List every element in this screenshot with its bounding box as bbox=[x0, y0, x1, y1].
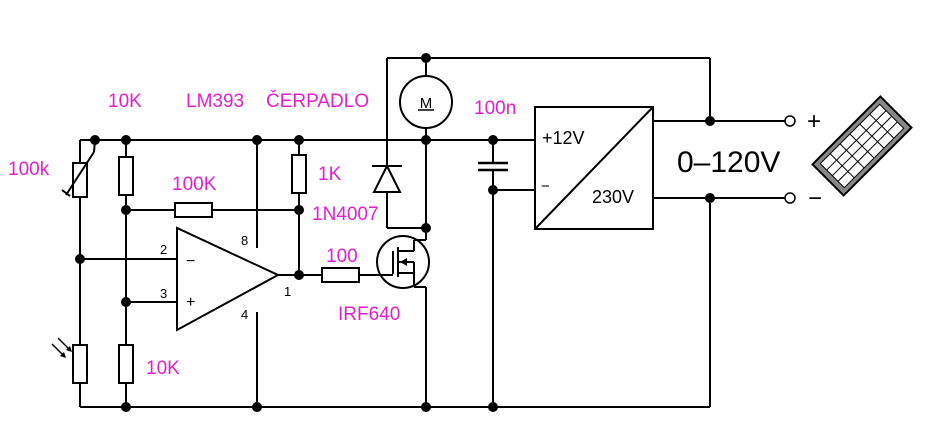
junction-dot bbox=[121, 205, 131, 215]
converter-in-plus: +12V bbox=[542, 128, 585, 148]
junction-dot bbox=[294, 270, 304, 280]
junction-dot bbox=[252, 135, 262, 145]
capacitor-100n bbox=[478, 161, 508, 172]
junction-dot bbox=[705, 193, 715, 203]
solar-panel-icon bbox=[811, 95, 913, 197]
junctions bbox=[75, 53, 715, 412]
wires bbox=[79, 57, 785, 408]
junction-dot bbox=[75, 254, 85, 264]
label-10k-top: 10K bbox=[108, 91, 142, 112]
label-100k-feedback: 100K bbox=[172, 174, 217, 195]
pin-label-vcc: 8 bbox=[241, 233, 248, 248]
junction-dot bbox=[294, 135, 304, 145]
resistor-100 bbox=[321, 267, 360, 283]
junction-dot bbox=[488, 185, 498, 195]
label-capacitor: 100n bbox=[474, 98, 516, 119]
opamp-lm393 bbox=[176, 226, 281, 332]
label-mosfet: IRF640 bbox=[338, 304, 400, 325]
junction-dot bbox=[488, 402, 498, 412]
label-10k-bottom: 10K bbox=[146, 358, 180, 379]
label-diode: 1N4007 bbox=[312, 204, 379, 225]
converter-in-minus: − bbox=[541, 178, 550, 195]
label-100: 100 bbox=[326, 246, 358, 267]
junction-dot bbox=[421, 223, 431, 233]
pin-label-noninv: 3 bbox=[160, 286, 167, 301]
converter-out: 230V bbox=[592, 187, 634, 207]
junction-dot bbox=[121, 135, 131, 145]
resistor-10k-top bbox=[118, 156, 134, 196]
label-ic: LM393 bbox=[186, 91, 244, 112]
pin-label-out: 1 bbox=[284, 284, 291, 299]
junction-dot bbox=[705, 116, 715, 126]
terminal-plus-sign: + bbox=[807, 108, 821, 135]
junction-dot bbox=[421, 402, 431, 412]
resistor-1k bbox=[291, 154, 307, 194]
pin-label-gnd: 4 bbox=[241, 307, 248, 322]
resistor-10k-bottom bbox=[118, 344, 134, 384]
junction-dot bbox=[488, 135, 498, 145]
pin-label-inv: 2 bbox=[160, 242, 167, 257]
terminal-minus-sign: − bbox=[808, 185, 822, 212]
junction-dot bbox=[121, 297, 131, 307]
photoresistor-icon bbox=[51, 337, 88, 384]
junction-dot bbox=[421, 53, 431, 63]
resistor-100k-feedback bbox=[174, 202, 213, 218]
label-100k-pot: 100k bbox=[8, 159, 50, 180]
terminal-minus[interactable] bbox=[784, 192, 796, 204]
label-1k: 1K bbox=[318, 164, 342, 185]
motor-letter: M bbox=[420, 95, 433, 112]
mosfet-irf640 bbox=[376, 235, 430, 289]
terminal-plus[interactable] bbox=[784, 115, 796, 127]
diode-1n4007 bbox=[372, 163, 402, 193]
label-pump: ČERPADLO bbox=[266, 90, 369, 112]
junction-dot bbox=[421, 135, 431, 145]
junction-dot bbox=[252, 402, 262, 412]
motor-icon bbox=[399, 75, 453, 129]
opamp-plus-sign: + bbox=[186, 294, 195, 311]
output-voltage: 0–120V bbox=[677, 146, 780, 179]
opamp-minus-sign: − bbox=[186, 253, 195, 270]
converter-block bbox=[534, 106, 654, 230]
junction-dot bbox=[294, 205, 304, 215]
junction-dot bbox=[121, 402, 131, 412]
potentiometer-100k bbox=[61, 139, 96, 198]
